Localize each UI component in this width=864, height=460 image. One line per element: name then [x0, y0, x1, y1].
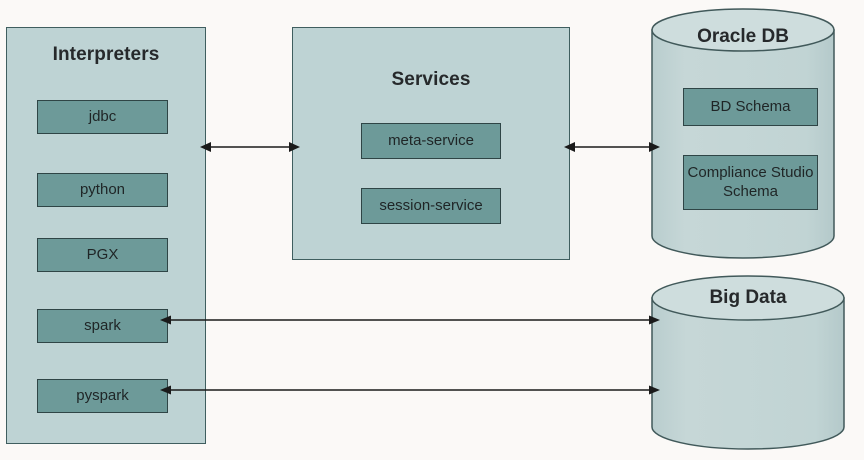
interpreter-python[interactable]: python — [37, 173, 168, 207]
service-meta-service-label: meta-service — [388, 131, 474, 149]
interpreter-jdbc-label: jdbc — [88, 107, 117, 125]
interpreters-panel: Interpreters jdbc python PGX spark pyspa… — [6, 27, 206, 444]
oracle-db-title: Oracle DB — [697, 26, 789, 47]
interpreter-python-label: python — [79, 180, 126, 198]
interpreter-jdbc[interactable]: jdbc — [37, 100, 168, 134]
oracle-schema-compliance-studio[interactable]: Compliance Studio Schema — [683, 155, 818, 210]
big-data-title: Big Data — [709, 287, 787, 308]
interpreter-pyspark-label: pyspark — [76, 386, 129, 404]
big-data-cylinder: Big Data — [651, 275, 845, 451]
interpreter-pgx-label: PGX — [86, 245, 119, 263]
oracle-schema-bd-label: BD Schema — [710, 97, 791, 115]
interpreter-pyspark[interactable]: pyspark — [37, 379, 168, 413]
services-panel: Services meta-service session-service — [292, 27, 570, 260]
cylinder-shape-icon — [651, 275, 845, 450]
interpreter-spark[interactable]: spark — [37, 309, 168, 343]
interpreters-title: Interpreters — [52, 44, 160, 65]
interpreter-spark-label: spark — [84, 316, 121, 334]
connector-pyspark-big-data — [160, 385, 660, 395]
services-title: Services — [391, 69, 471, 90]
oracle-db-cylinder: Oracle DB BD Schema Compliance Studio Sc… — [651, 8, 835, 259]
service-meta-service[interactable]: meta-service — [361, 123, 501, 159]
connector-interpreters-services — [200, 142, 300, 152]
interpreter-pgx[interactable]: PGX — [37, 238, 168, 272]
service-session-service-label: session-service — [379, 196, 483, 214]
oracle-schema-compliance-studio-label: Compliance Studio Schema — [687, 163, 814, 200]
connector-services-oracle-db — [564, 142, 660, 152]
service-session-service[interactable]: session-service — [361, 188, 501, 224]
oracle-schema-bd[interactable]: BD Schema — [683, 88, 818, 126]
connector-spark-big-data — [160, 315, 660, 325]
